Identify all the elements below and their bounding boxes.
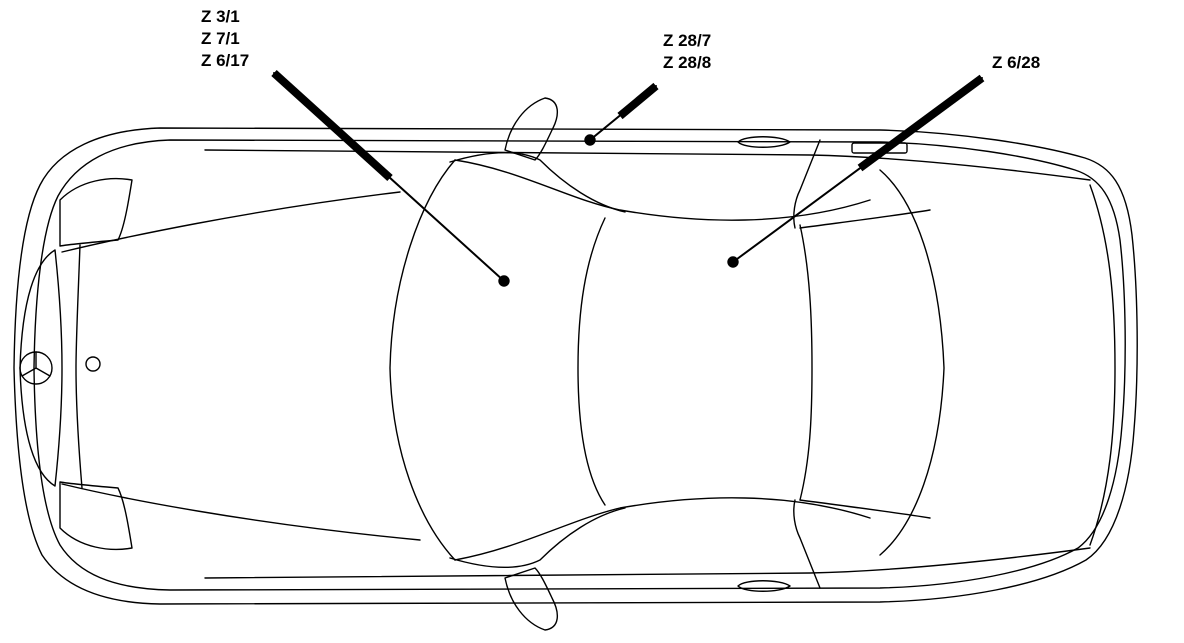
label-a2: Z 7/1 (201, 29, 240, 48)
b-pillar-top (793, 139, 821, 229)
leader-line-a-thick (271, 70, 393, 181)
door-handle-top (737, 136, 791, 148)
front-grille (19, 249, 63, 487)
leader-line-c-thick (857, 74, 985, 172)
headlight-left (59, 177, 133, 247)
label-group-b: Z 28/7 Z 28/8 (663, 30, 711, 74)
headlight-right (59, 481, 133, 551)
emblem-star (21, 351, 51, 377)
location-dot-a (498, 275, 510, 287)
mirror-right (504, 567, 558, 631)
location-dot-c (727, 256, 739, 268)
rear-deck-bottom (799, 499, 931, 519)
label-c1: Z 6/28 (992, 53, 1041, 72)
location-dot-b (584, 134, 596, 146)
label-a1: Z 3/1 (201, 7, 240, 26)
windshield-top-edge (454, 159, 871, 221)
car-body-inner-outline (33, 139, 1126, 591)
roof-front-edge (577, 217, 606, 506)
car-body-outline (13, 127, 1138, 605)
label-group-a: Z 3/1 Z 7/1 Z 6/17 (201, 6, 249, 72)
label-b2: Z 28/8 (663, 53, 712, 72)
a-pillar-top (449, 152, 626, 213)
rear-deck (879, 169, 945, 556)
label-b1: Z 28/7 (663, 31, 712, 50)
b-pillar-bottom (793, 499, 821, 589)
windshield (389, 159, 456, 561)
hood-washer (85, 356, 101, 372)
hood-line-right (61, 483, 421, 541)
rear-deck-top (799, 209, 931, 229)
mirror-left (504, 97, 558, 161)
trunk-line (1089, 184, 1116, 546)
side-trim-bottom (204, 547, 1091, 579)
a-pillar-bottom (449, 507, 626, 568)
hood-crease-left (75, 244, 83, 489)
label-a3: Z 6/17 (201, 51, 250, 70)
windshield-bottom-edge (454, 497, 871, 561)
leader-line-b-thick (617, 82, 659, 120)
hood-line-left (61, 191, 401, 253)
label-group-c: Z 6/28 (992, 52, 1040, 74)
door-handle-bottom (737, 580, 791, 592)
rear-window (799, 224, 813, 501)
side-trim-top (204, 149, 1091, 181)
